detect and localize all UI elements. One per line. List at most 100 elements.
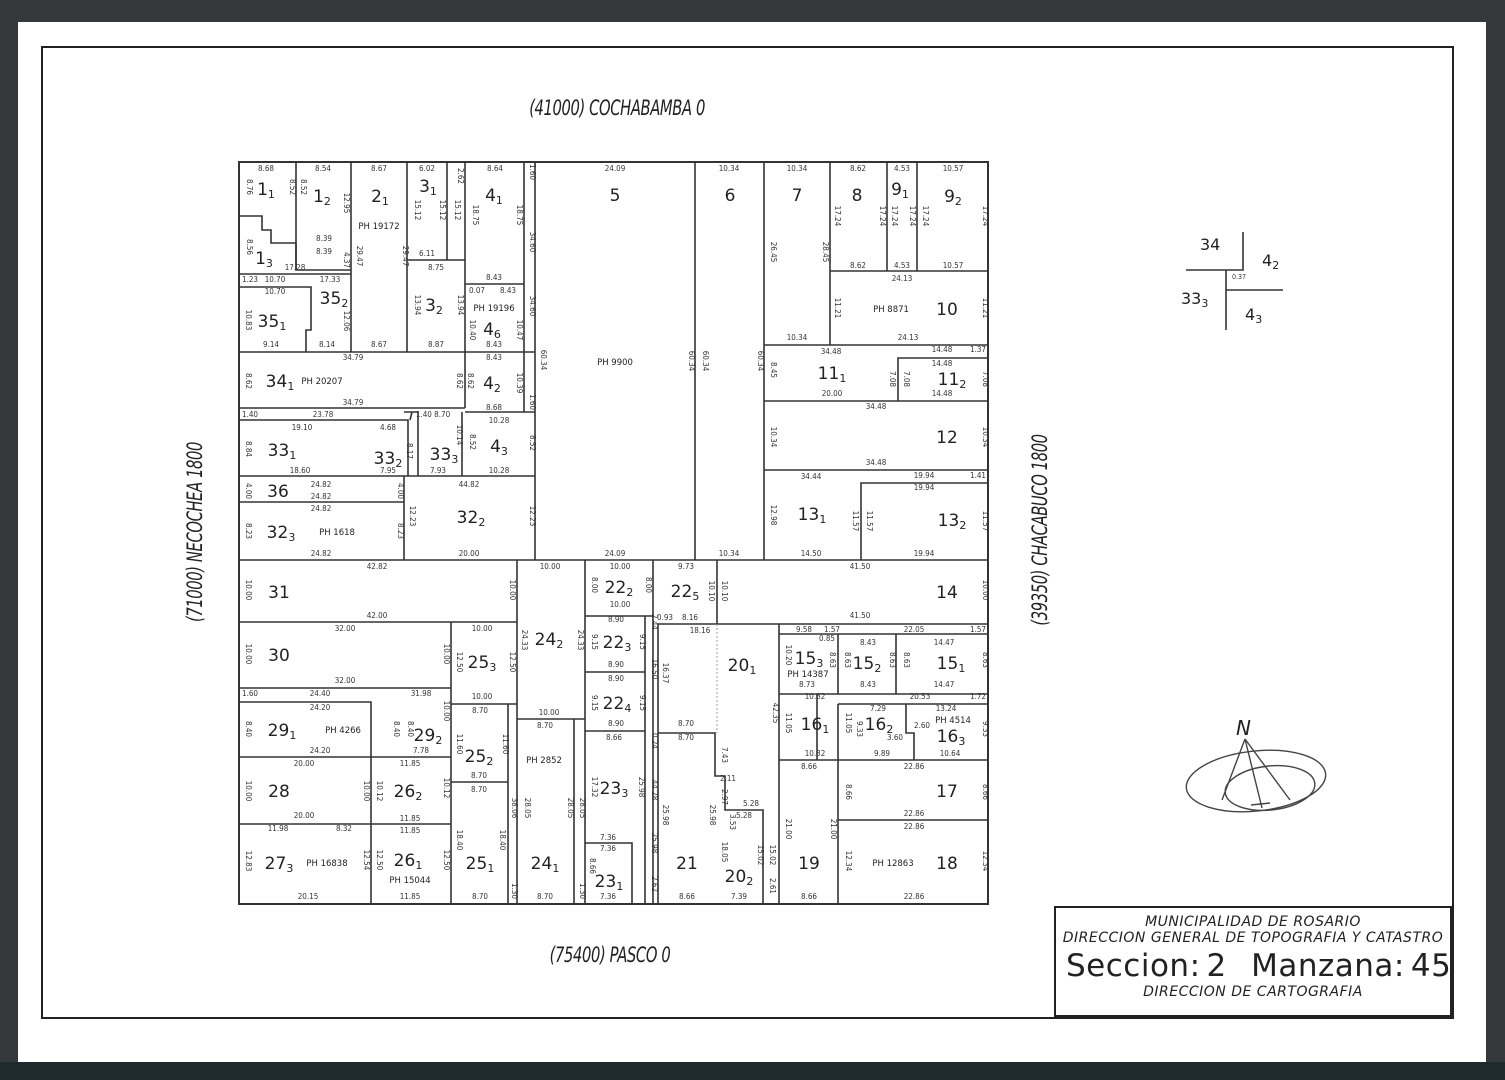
measurement: 44.28 [650,780,659,801]
measurement: 10.10 [707,581,716,602]
lot-number: 112 [938,370,967,391]
measurement: 8.52 [468,434,477,450]
lot-number: 7 [792,186,803,206]
measurement: 19.10 [292,423,313,432]
lot-number: 341 [266,372,295,393]
measurement: 10.00 [472,624,493,633]
measurement: 10.34 [981,427,990,448]
lot-number: 111 [818,364,847,385]
measurement: 8.70 [471,771,487,780]
measurement: 8.90 [608,615,624,624]
measurement: 60.34 [756,351,765,372]
lot-number: 241 [531,854,560,875]
measurement: 18.60 [290,466,311,475]
measurement: 22.86 [904,822,925,831]
lot-number: 13 [255,249,273,270]
lot-number: 31 [419,177,437,198]
measurement: 19.94 [914,483,935,492]
measurement: 29.47 [401,246,410,267]
measurement: 10.00 [981,580,990,601]
lot-number: 332 [374,449,403,470]
lot-number: 46 [483,320,501,341]
measurement: 1.60 [528,164,537,180]
measurement: 4.00 [244,483,253,499]
measurement: 7.93 [430,466,446,475]
measurement: 8.45 [769,362,778,378]
measurement: 17.32 [590,777,599,798]
measurement: 2.61 [768,878,777,894]
lot-number: 202 [725,867,754,888]
measurement: 1.60 [242,689,258,698]
measurement: 20.15 [298,892,319,901]
measurement: 1.41 [970,471,986,480]
measurement: 9.33 [981,721,990,737]
lot-number: 233 [600,779,629,800]
measurement: 10.00 [610,600,631,609]
measurement: 8.54 [315,164,331,173]
measurement: 12.23 [528,506,537,527]
measurement: 3.53 [728,814,737,830]
measurement: 10.12 [442,778,451,799]
measurement: 2.11 [720,774,736,783]
lot-number: 152 [853,654,882,675]
measurement: 8.66 [801,762,817,771]
measurement: 8.52 [288,179,297,195]
measurement: 34.48 [821,347,842,356]
measurement: 8.14 [319,340,335,349]
lot-number: 28 [268,782,290,802]
measurement: 12.06 [342,311,351,332]
lot-number: 323 [267,523,296,544]
lot-number: 91 [891,180,909,201]
measurement: 26.45 [769,242,778,263]
measurement: 8.63 [981,652,990,668]
detail-inset-labels: 34 42 333 43 0.37 [1181,235,1279,326]
measurement: 9.15 [638,695,647,711]
measurement: 10.34 [787,333,808,342]
measurement: 11.98 [268,824,289,833]
measurement: 22.05 [904,625,925,634]
measurement: 7.95 [380,466,396,475]
lot-number: 242 [535,630,564,651]
ph-label: PH 8871 [873,305,909,315]
measurement: 17.24 [878,206,887,227]
measurement: 1.30 [510,883,519,899]
measurement: 7.78 [413,746,429,755]
measurement: 6.11 [419,249,435,258]
measurement: 10.34 [719,549,740,558]
lot-number: 10 [936,300,958,320]
measurement: 25.98 [708,805,717,826]
measurement: 19.94 [914,471,935,480]
svg-text:333: 333 [1181,289,1208,310]
measurement: 1.57 [824,625,840,634]
measurement: 4.00 [396,483,405,499]
ph-label: PH 16838 [306,859,347,869]
measurement: 8.43 [486,273,502,282]
measurement: 12.34 [981,851,990,872]
ph-label: PH 12863 [872,859,913,869]
measurement: 18.16 [690,626,711,635]
measurement: 10.70 [265,275,286,284]
measurement: 34.60 [528,296,537,317]
measurement: 34.60 [528,232,537,253]
lot-number: 32 [425,296,443,317]
measurement: 11.85 [400,814,421,823]
measurement: 10.20 [784,645,793,666]
measurement: 10.00 [244,644,253,665]
lot-number: 21 [676,854,698,874]
measurement: 10.47 [515,320,524,341]
measurement: 8.43 [860,638,876,647]
ph-label: PH 2852 [526,756,562,766]
lot-number: 41 [485,186,503,207]
measurement: 12.54 [362,850,371,871]
measurement: 12.83 [244,851,253,872]
measurement: 8.66 [981,784,990,800]
measurement: 2.60 [914,721,930,730]
lot-number: 333 [430,445,459,466]
measurement: 8.56 [245,239,254,255]
measurement: 8.70 [537,721,553,730]
measurement: 44.82 [459,480,480,489]
svg-text:34: 34 [1200,235,1220,254]
ph-label: PH 20207 [301,377,342,387]
